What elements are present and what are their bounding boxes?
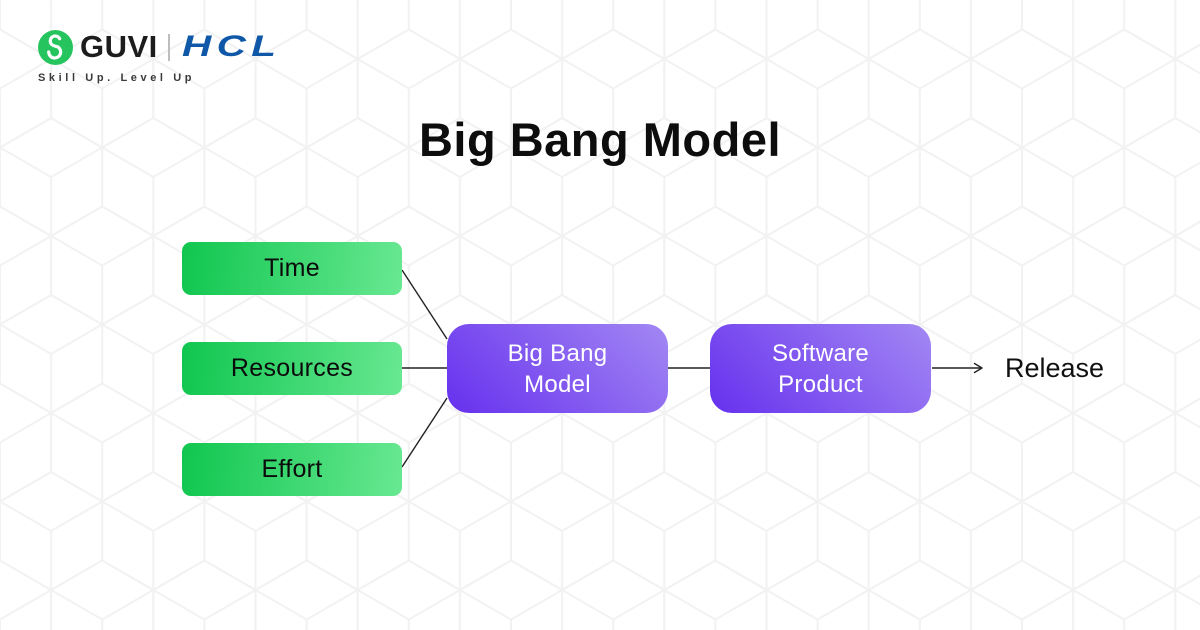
brand-logo: GUVI HCL Skill Up. Level Up (38, 28, 276, 84)
node-big-bang-model: Big Bang Model (447, 324, 668, 413)
brand-hcl-wordmark: HCL (181, 30, 282, 63)
node-effort: Effort (182, 443, 402, 496)
arrowhead-icon (973, 362, 983, 374)
node-label-line1: Software (771, 339, 870, 367)
node-resources: Resources (182, 342, 402, 395)
node-label-line2: Model (524, 370, 591, 398)
release-label: Release (1005, 353, 1105, 383)
brand-tagline: Skill Up. Level Up (38, 72, 196, 84)
connector-effort-to-center (401, 397, 448, 468)
node-label-line1: Big Bang (507, 339, 608, 367)
node-label: Time (264, 254, 320, 282)
node-label: Resources (230, 354, 354, 382)
node-time: Time (182, 242, 402, 295)
guvi-g-icon (38, 29, 73, 65)
node-label-line2: Product (778, 370, 863, 398)
brand-separator (167, 33, 170, 61)
brand-guvi-wordmark: GUVI (80, 29, 158, 64)
connector-time-to-center (401, 269, 448, 340)
node-software-product: Software Product (710, 324, 931, 413)
page-title: Big Bang Model (418, 113, 782, 166)
node-label: Effort (261, 455, 323, 483)
